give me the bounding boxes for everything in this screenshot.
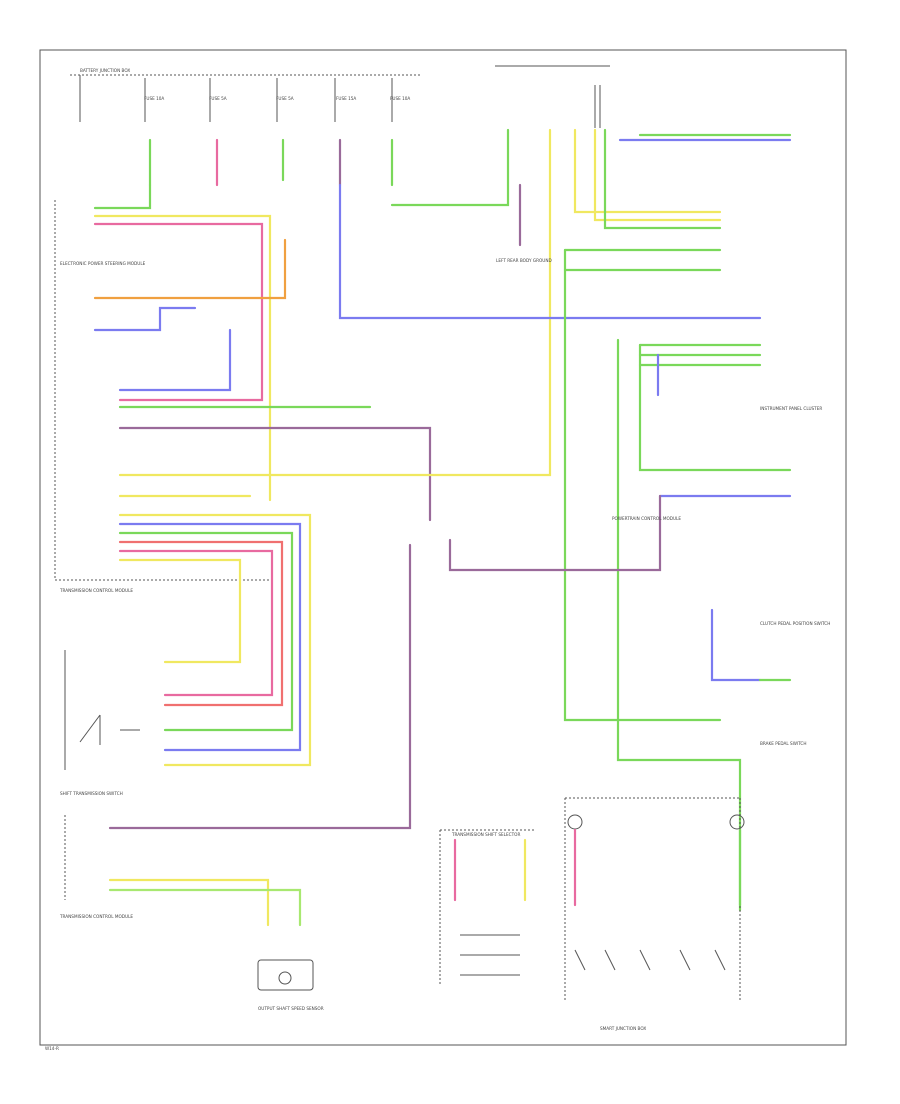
right-side-wires: [338, 65, 792, 912]
output-speed-sensor: OUTPUT SHAFT SPEED SENSOR: [257, 959, 324, 1011]
label-brake-switch: BRAKE PEDAL SWITCH: [760, 741, 806, 746]
label-fuse-5: FUSE 10A: [390, 96, 410, 101]
wire-tcm-lightgreen: [108, 888, 302, 927]
wire-eps-pink: [93, 222, 264, 402]
wire-signal-purple: [118, 426, 432, 522]
diagram-frame: [39, 49, 847, 1046]
wire-right-purple: [448, 494, 662, 572]
wire-harness-pink: [118, 549, 274, 697]
label-trans-module: TRANSMISSION SHIFT SELECTOR: [451, 832, 520, 837]
label-instrument-cluster: INSTRUMENT PANEL CLUSTER: [760, 406, 822, 411]
sjb-bulb-right: [729, 814, 745, 830]
label-fuse-2: FUSE 5A: [209, 96, 227, 101]
wire-harness-yellow-2: [118, 558, 242, 664]
label-sjb: SMART JUNCTION BOX: [600, 1026, 646, 1031]
wire-right-green-vertical: [563, 248, 722, 722]
wire-tcm-purple: [108, 543, 412, 830]
wire-eps-blue-2: [118, 328, 232, 392]
sjb-bulb-left: [567, 814, 583, 830]
label-fuse-3: FUSE 5A: [276, 96, 294, 101]
speed-sensor-icon: [278, 971, 292, 985]
wire-eps-green-1: [93, 183, 152, 210]
label-tcm: TRANSMISSION CONTROL MODULE: [59, 588, 133, 593]
wire-right-green-5: [638, 343, 792, 472]
trans-module-contacts: [460, 934, 520, 976]
label-fuse-4: FUSE 15A: [336, 96, 356, 101]
wire-signal-yellow: [118, 128, 552, 477]
wire-eps-yellow: [93, 214, 272, 502]
shift-selector-contact: [79, 714, 140, 745]
wire-right-blue-3: [710, 608, 762, 682]
harness-left: [118, 513, 312, 767]
fuse-symbols: [70, 74, 420, 122]
label-clutch-switch: CLUTCH PEDAL POSITION SWITCH: [760, 621, 830, 626]
wire-harness-yellow: [118, 513, 312, 767]
shift-selector: SHIFT TRANSMISSION SWITCH: [60, 650, 140, 796]
right-labels: INSTRUMENT PANEL CLUSTER CLUTCH PEDAL PO…: [496, 258, 830, 746]
wire-harness-red: [118, 540, 284, 707]
right-fuse-leads: [594, 85, 601, 128]
eps-module-outline: [54, 200, 275, 581]
wire-eps-blue-1: [93, 306, 197, 332]
wire-right-yellow-2: [593, 128, 722, 222]
label-battery-junction-box: BATTERY JUNCTION BOX: [80, 68, 130, 73]
label-tcm-lower: TRANSMISSION CONTROL MODULE: [59, 914, 133, 919]
sjb-switch-contacts: [574, 949, 726, 971]
sjb-outline: [564, 797, 741, 1000]
fuse-leads: [79, 75, 393, 122]
label-eps-module: ELECTRONIC POWER STEERING MODULE: [60, 261, 146, 266]
label-left-rear-ground: LEFT REAR BODY GROUND: [496, 258, 552, 263]
wire-harness-green: [118, 531, 294, 732]
speed-sensor-body: [257, 959, 314, 991]
eps-module: ELECTRONIC POWER STEERING MODULE TRANSMI…: [54, 200, 275, 593]
label-pcm: POWERTRAIN CONTROL MODULE: [612, 516, 681, 521]
wire-harness-blue: [118, 522, 302, 752]
wire-right-green-long: [616, 338, 742, 912]
wire-eps-orange: [93, 238, 287, 300]
fuse-drop-wires: [148, 138, 394, 187]
trans-module-outline: [439, 829, 535, 985]
label-fuse-1: FUSE 10A: [144, 96, 164, 101]
fuse-labels: BATTERY JUNCTION BOX FUSE 10A FUSE 5A FU…: [80, 68, 410, 101]
label-speed-sensor: OUTPUT SHAFT SPEED SENSOR: [258, 1006, 324, 1011]
wire-tcm-yellow: [108, 878, 270, 927]
wire-right-green-2: [603, 128, 722, 230]
trans-module: TRANSMISSION SHIFT SELECTOR: [439, 829, 535, 985]
eps-wires: [93, 183, 287, 502]
wire-right-blue: [338, 183, 762, 320]
wire-right-green-1: [390, 128, 510, 207]
footer-code: W14-R: [45, 1046, 59, 1051]
label-shift-selector: SHIFT TRANSMISSION SWITCH: [60, 791, 123, 796]
wire-right-cluster-green: [638, 343, 762, 367]
wire-right-yellow-1: [573, 128, 722, 214]
signal-wires: [118, 128, 552, 522]
smart-junction-box: SMART JUNCTION BOX: [564, 797, 745, 1031]
tcm-connector: TRANSMISSION CONTROL MODULE: [59, 543, 412, 927]
